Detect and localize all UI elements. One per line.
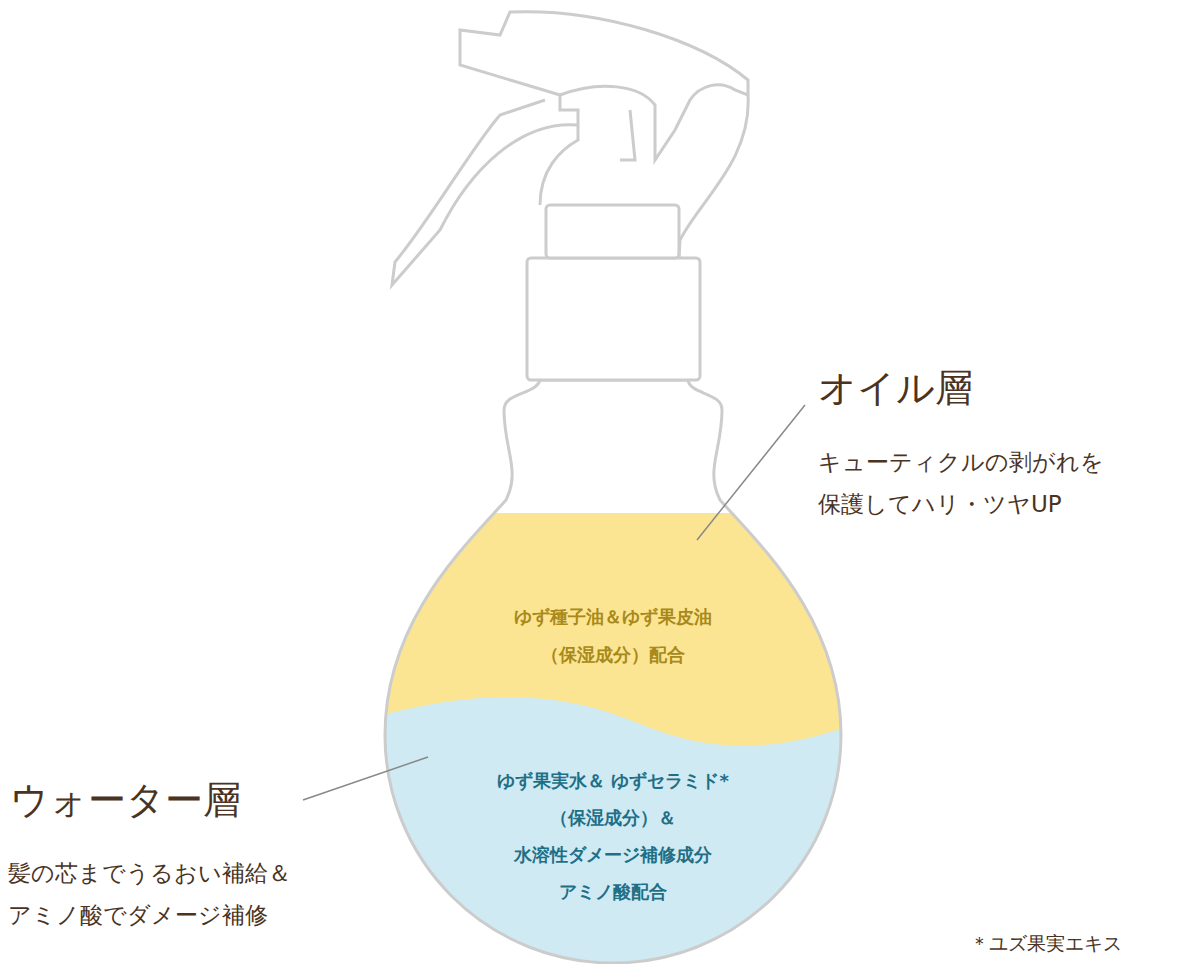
sprayer-trigger [392,100,578,285]
bottle-collar [527,258,700,380]
footnote: ＊ユズ果実エキス [970,930,1126,956]
layer-text: ゆず種子油＆ゆず果皮油 （保湿成分）配合 [512,598,714,674]
leader-line [697,405,805,540]
sprayer-detail [620,110,635,160]
layer-heading: オイル層 [818,362,977,414]
bottle-outline [385,380,841,963]
sprayer-nozzle [460,12,748,95]
bottle-neck [546,205,679,258]
layer-heading: ウォーター層 [10,774,245,826]
oil-layer: ゆず種子油＆ゆず果皮油 （保湿成分）配合 [512,598,714,674]
water-layer: ゆず果実水＆ ゆずセラミド*（保湿成分）＆ 水溶性ダメージ補修成分 アミノ酸配合 [489,762,737,910]
layer-description: キューティクルの剥がれを 保護してハリ・ツヤUP [818,441,1108,525]
sprayer-head [540,85,748,258]
water-fill [370,697,860,964]
layer-text: ゆず果実水＆ ゆずセラミド*（保湿成分）＆ 水溶性ダメージ補修成分 アミノ酸配合 [489,762,737,910]
leader-line [303,757,428,800]
layer-description: 髪の芯までうるおい補給＆ アミノ酸でダメージ補修 [8,852,295,936]
